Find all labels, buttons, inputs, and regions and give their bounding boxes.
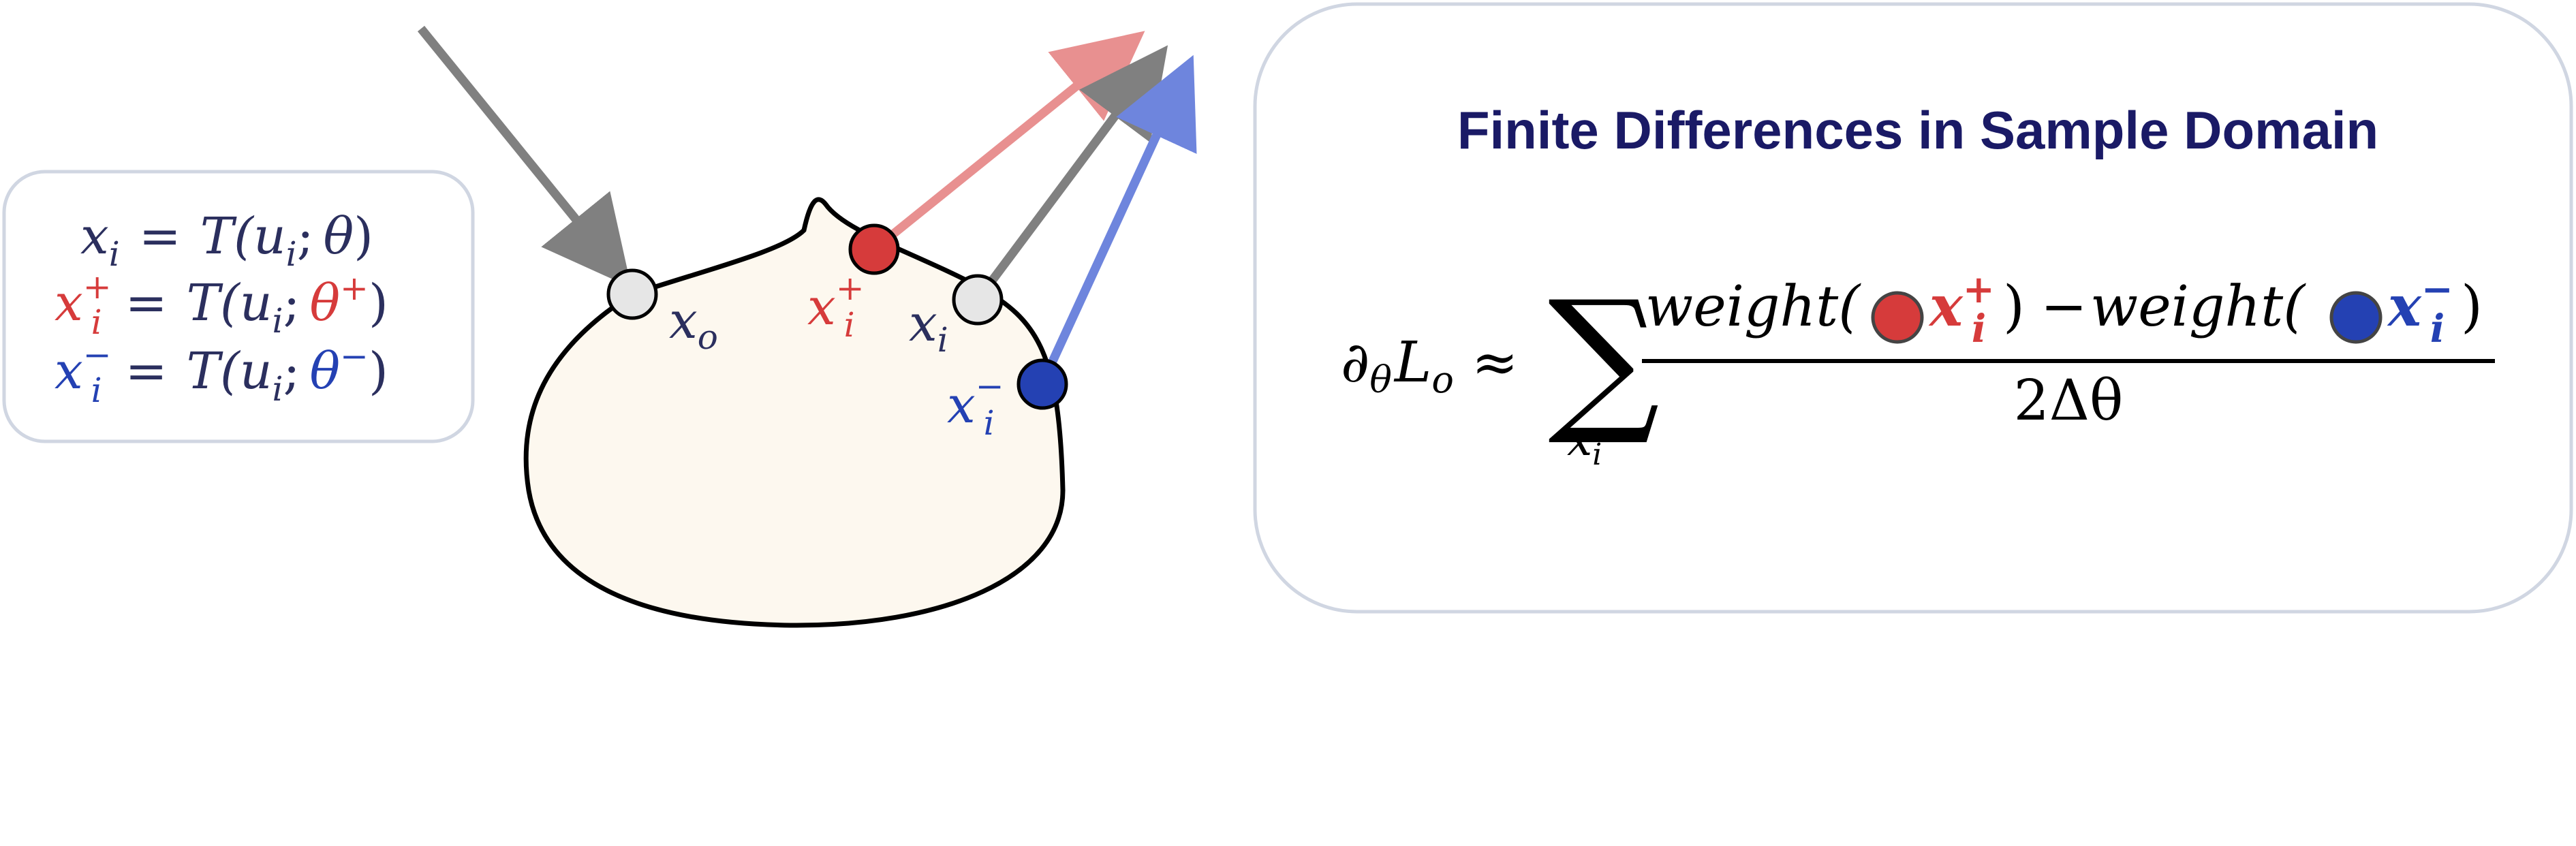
equation-xi-minus: x−i=T(ui;θ−) — [55, 335, 388, 410]
numerator-blue-dot-icon — [2329, 291, 2383, 344]
sum-index: xi — [1567, 413, 1602, 472]
scene: xo x+i xi x−i — [417, 25, 1197, 628]
label-xi-plus: x+i — [807, 268, 865, 345]
ray-xi — [974, 45, 1168, 302]
point-xo — [606, 268, 658, 320]
equation-xi-plus: x+i=T(ui;θ+) — [55, 267, 388, 342]
numerator-close-minus: ) — [2461, 275, 2483, 339]
formula-numerator-weight-plus: weight( — [1645, 275, 1861, 339]
panel-title: Finite Differences in Sample Domain — [1457, 100, 2378, 160]
sum-sign: ∑ — [1548, 268, 1660, 450]
equations-panel: xi=T(ui;θ) x+i=T(ui;θ+) x−i=T(ui;θ−) — [2, 170, 475, 443]
numerator-x-plus: x+i — [1928, 267, 1995, 351]
formula-denominator: 2Δθ — [2014, 369, 2124, 433]
label-xi-minus: x−i — [947, 366, 1004, 443]
point-xi-minus — [1017, 358, 1068, 410]
point-xi — [952, 274, 1004, 326]
equation-xi: xi=T(ui;θ) — [80, 207, 373, 274]
surface-blob — [523, 197, 1066, 628]
formula-numerator-weight-minus: weight( — [2090, 275, 2306, 339]
ray-xi-minus — [1038, 54, 1197, 386]
formula-panel: Finite Differences in Sample Domain ∂θLo… — [1253, 2, 2573, 614]
numerator-x-minus: x−i — [2387, 267, 2453, 351]
numerator-red-dot-icon — [1871, 291, 1924, 344]
incoming-ray — [417, 25, 632, 288]
point-xi-plus — [848, 223, 900, 275]
label-xi: xi — [909, 294, 948, 360]
ray-xi-plus — [870, 31, 1145, 254]
label-xo: xo — [669, 292, 718, 357]
numerator-minus: − — [2040, 275, 2088, 339]
numerator-close-plus: ) — [2003, 275, 2025, 339]
equations-panel-frame — [2, 170, 475, 443]
formula-lhs: ∂θLo≈ — [1341, 330, 1519, 401]
